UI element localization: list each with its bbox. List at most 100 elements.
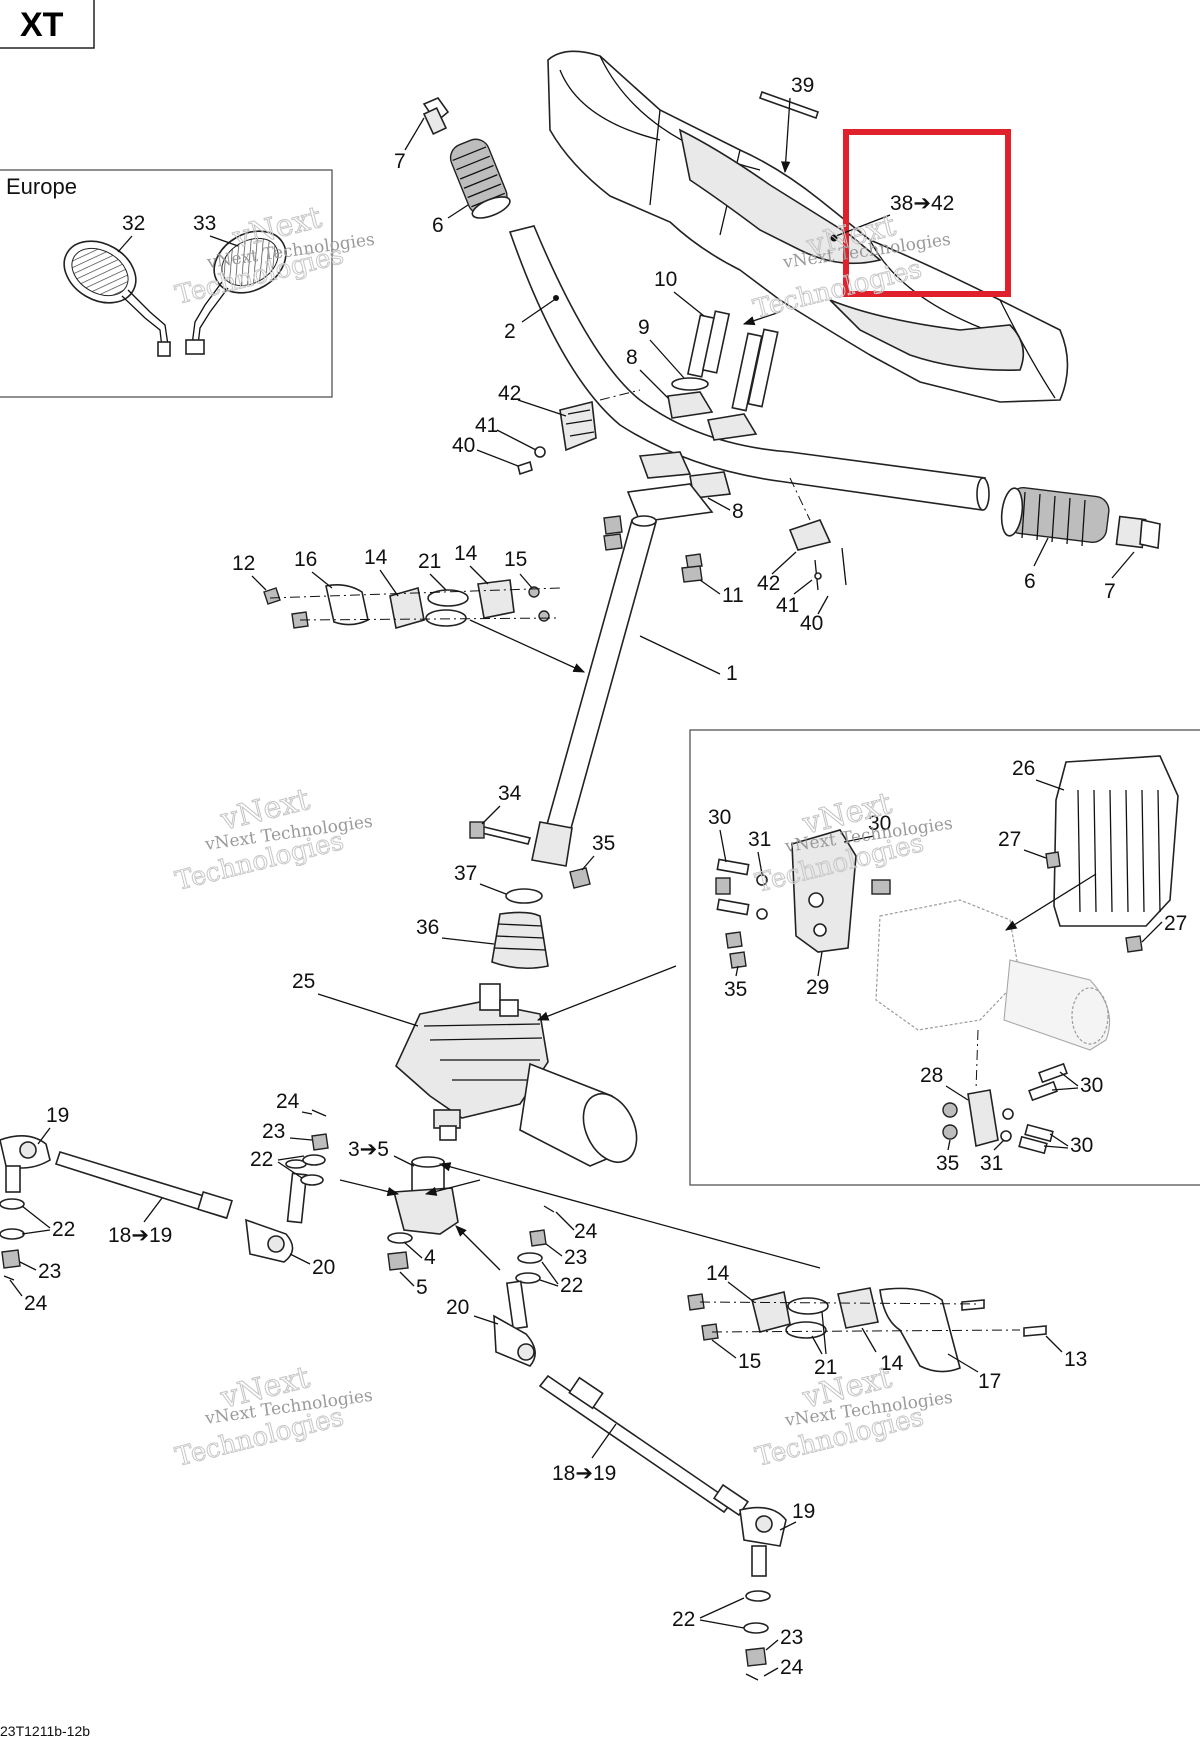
callout-30-inset-top: 30 <box>868 812 891 835</box>
callout-37: 37 <box>454 862 477 885</box>
callout-15-bottom: 15 <box>738 1350 761 1373</box>
inset-europe-title: Europe <box>6 174 77 199</box>
handlebar-tube <box>508 225 990 511</box>
callout-10: 10 <box>654 268 677 291</box>
callout-1: 1 <box>726 662 738 685</box>
model-badge: XT <box>0 0 95 49</box>
callout-18-19-right: 18➔19 <box>552 1462 616 1485</box>
pitman-arm <box>387 1156 459 1271</box>
callout-23-left: 23 <box>262 1120 285 1143</box>
callout-32: 32 <box>122 212 145 235</box>
callout-22-left: 22 <box>250 1148 273 1171</box>
tie-rod-right <box>493 1205 787 1681</box>
callout-30-inset-left: 30 <box>708 806 731 829</box>
callout-29: 29 <box>806 976 829 999</box>
callout-35-inset-bottom: 35 <box>936 1152 959 1175</box>
inset-power-steering-frame <box>689 729 1200 1186</box>
callout-27-left: 27 <box>998 828 1021 851</box>
highlight-box <box>843 129 1011 297</box>
callout-18-19-left: 18➔19 <box>108 1224 172 1247</box>
callout-35-column: 35 <box>592 832 615 855</box>
callout-2: 2 <box>504 320 516 343</box>
callout-24-right-b: 24 <box>780 1656 804 1679</box>
callout-34: 34 <box>498 782 522 805</box>
left-grip-assembly <box>422 97 511 219</box>
callout-35-inset: 35 <box>724 978 747 1001</box>
callout-5: 5 <box>416 1276 428 1299</box>
inset-europe-frame <box>0 169 333 398</box>
callout-23-right: 23 <box>564 1246 587 1269</box>
model-badge-text: XT <box>20 6 64 44</box>
callout-36: 36 <box>416 916 439 939</box>
callout-20-right: 20 <box>446 1296 469 1319</box>
callout-7-top: 7 <box>394 150 406 173</box>
callout-20-left: 20 <box>312 1256 335 1279</box>
bearing-group-top <box>263 579 561 630</box>
steering-gear <box>395 983 638 1167</box>
wire-clip-right <box>788 477 847 591</box>
callout-22-left-b: 22 <box>52 1218 75 1241</box>
callout-21-bottom: 21 <box>814 1356 837 1379</box>
bolts-10 <box>686 310 779 412</box>
callout-31-inset: 31 <box>748 828 771 851</box>
callout-24-left: 24 <box>276 1090 300 1113</box>
callout-6-top: 6 <box>432 214 444 237</box>
callout-14-bottom-left: 14 <box>706 1262 730 1285</box>
column-lower-hardware <box>469 821 591 970</box>
callout-14-bottom-right: 14 <box>880 1352 904 1375</box>
callout-24-right: 24 <box>574 1220 598 1243</box>
handlebar-clamp <box>603 310 779 583</box>
callout-14-top-right: 14 <box>454 542 478 565</box>
callout-9: 9 <box>638 316 650 339</box>
callout-40-right: 40 <box>800 612 823 635</box>
inset-power-steering <box>689 729 1200 1186</box>
callout-40-left: 40 <box>452 434 475 457</box>
callout-16: 16 <box>294 548 317 571</box>
callout-41-left: 41 <box>475 414 498 437</box>
callout-17: 17 <box>978 1370 1001 1393</box>
handlebar-pad <box>547 50 1069 403</box>
inset-europe: Europe 32 33 <box>0 169 333 398</box>
mirror-left <box>63 240 171 357</box>
callout-41-right: 41 <box>776 594 799 617</box>
callout-15-top: 15 <box>504 548 527 571</box>
callout-27-right: 27 <box>1164 912 1187 935</box>
callout-8-upper: 8 <box>626 346 638 369</box>
callout-42-right: 42 <box>757 572 780 595</box>
steering-column <box>531 515 658 867</box>
callout-24-left-b: 24 <box>24 1292 48 1315</box>
callout-11: 11 <box>722 584 744 607</box>
callout-28: 28 <box>920 1064 943 1087</box>
right-grip-assembly <box>1000 486 1161 549</box>
watermark-bottom-left: vNext vNext Technologies Technologies <box>172 1360 374 1474</box>
callout-38-42: 38➔42 <box>890 192 954 215</box>
callout-33: 33 <box>193 212 216 235</box>
callout-25: 25 <box>292 970 315 993</box>
callout-30-inset-mid: 30 <box>1080 1074 1103 1097</box>
diagram-code: 23T1211b-12b <box>0 1723 90 1739</box>
callout-8-lower: 8 <box>732 500 744 523</box>
callout-19-right: 19 <box>792 1500 815 1523</box>
callout-23-left-b: 23 <box>38 1260 61 1283</box>
callout-14-top-left: 14 <box>364 546 388 569</box>
bearing-group-bottom <box>687 1287 1047 1373</box>
callout-39: 39 <box>791 74 814 97</box>
watermark-bottom-right: vNext vNext Technologies Technologies <box>752 1360 954 1474</box>
tie-rod-left <box>0 1109 329 1281</box>
callout-4: 4 <box>424 1246 436 1269</box>
callout-42-left: 42 <box>498 382 521 405</box>
callout-22-right-b: 22 <box>672 1608 695 1631</box>
callout-30-inset-bottom: 30 <box>1070 1134 1093 1157</box>
callout-7-right: 7 <box>1104 580 1116 603</box>
callout-23-right-b: 23 <box>780 1626 803 1649</box>
callout-21-top: 21 <box>418 550 441 573</box>
callout-26: 26 <box>1012 757 1035 780</box>
callout-31-inset-bottom: 31 <box>980 1152 1003 1175</box>
callout-13: 13 <box>1064 1348 1087 1371</box>
callout-19-left: 19 <box>46 1104 69 1127</box>
mirror-right <box>185 230 287 355</box>
callout-3-5: 3➔5 <box>348 1138 389 1161</box>
callout-12: 12 <box>232 552 255 575</box>
callout-6-right: 6 <box>1024 570 1036 593</box>
